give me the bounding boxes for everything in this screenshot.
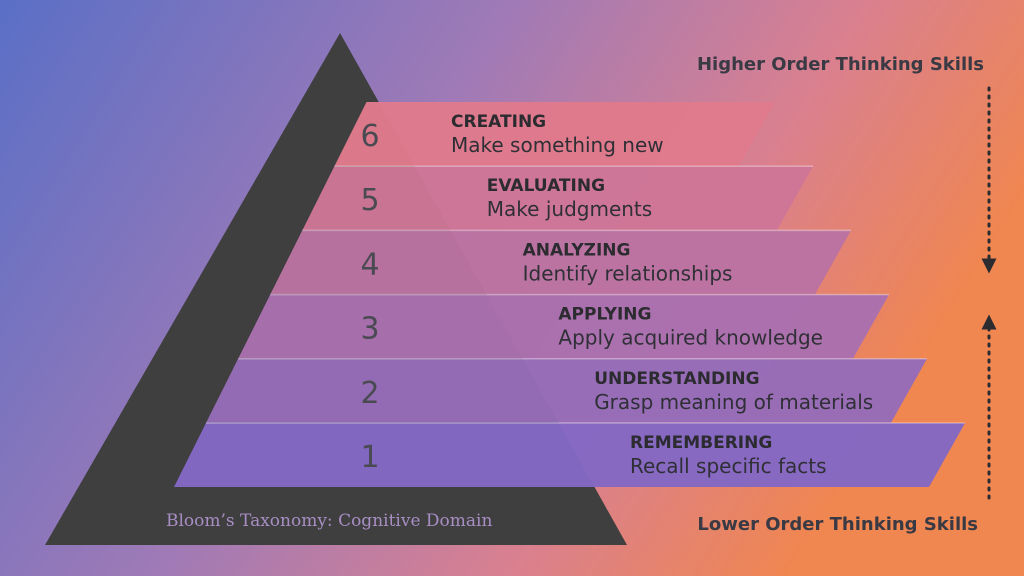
lower-order-label: Lower Order Thinking Skills (697, 514, 978, 535)
level-band-5 (302, 166, 813, 231)
level-title: EVALUATING (487, 176, 605, 196)
level-title: REMEMBERING (630, 433, 772, 453)
level-description: Apply acquired knowledge (558, 326, 823, 350)
level-description: Grasp meaning of materials (594, 390, 873, 414)
level-title: ANALYZING (523, 240, 631, 260)
level-number: 6 (360, 119, 379, 154)
level-number: 3 (360, 312, 379, 347)
pyramid-caption: Bloom’s Taxonomy: Cognitive Domain (166, 511, 492, 531)
level-band-3 (238, 294, 889, 359)
level-band-2 (206, 358, 928, 423)
level-title: CREATING (451, 112, 546, 132)
level-band-6 (334, 102, 775, 166)
level-description: Make something new (451, 133, 664, 157)
level-number: 4 (360, 247, 379, 282)
level-band-1 (174, 423, 965, 487)
level-title: APPLYING (558, 305, 651, 325)
higher-order-label: Higher Order Thinking Skills (697, 54, 984, 75)
level-band-4 (270, 230, 851, 295)
level-title: UNDERSTANDING (594, 369, 759, 389)
level-number: 1 (360, 440, 379, 475)
level-description: Identify relationships (523, 261, 733, 285)
level-number: 5 (360, 183, 379, 218)
level-description: Make judgments (487, 197, 652, 221)
level-number: 2 (360, 376, 379, 411)
level-description: Recall specific facts (630, 454, 827, 478)
